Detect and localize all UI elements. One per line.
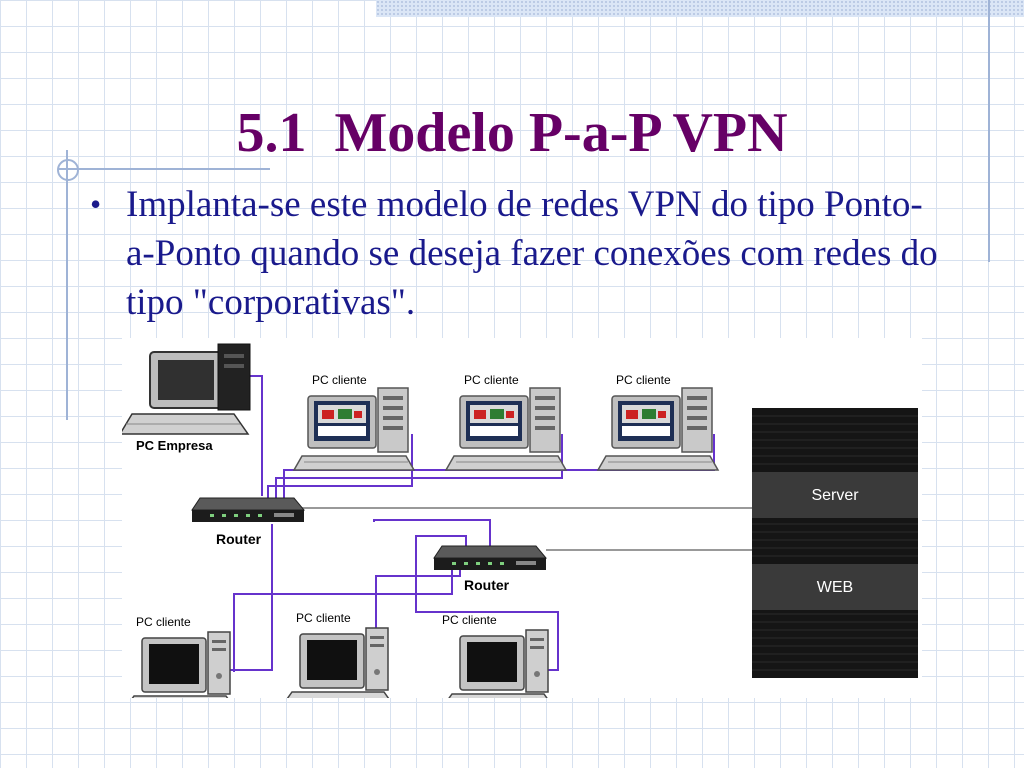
router-2-label: Router <box>464 577 510 593</box>
router-2-group: Router <box>433 545 547 593</box>
pc-bottom-2-group: PC cliente <box>281 611 395 707</box>
server-rack-icon <box>752 408 918 678</box>
pc-top-1-label: PC cliente <box>312 373 367 387</box>
desktop-computer-icon <box>445 387 567 471</box>
link-pc-bottom-2-router2 <box>375 570 461 668</box>
desktop-computer-icon <box>123 631 237 711</box>
pc-top-3-label: PC cliente <box>616 373 671 387</box>
router-1-group: Router <box>191 497 305 547</box>
top-decorative-band <box>376 0 1024 17</box>
router-icon <box>191 497 305 523</box>
link-pc-top-2-router <box>275 434 563 498</box>
decorative-vertical-line-left <box>66 150 68 420</box>
router-icon <box>433 545 547 571</box>
pc-bottom-2-label: PC cliente <box>296 611 351 625</box>
bullet-list: • Implanta-se este modelo de redes VPN d… <box>90 180 950 327</box>
desktop-computer-icon <box>118 343 251 435</box>
decorative-horizontal-line <box>58 168 270 170</box>
link-router-router <box>373 519 491 562</box>
pc-bottom-1-label: PC cliente <box>136 615 191 629</box>
pc-bottom-3-group: PC cliente <box>441 613 555 709</box>
web-label: WEB <box>817 579 853 596</box>
pc-empresa-label: PC Empresa <box>136 438 213 453</box>
bullet-item: Implanta-se este modelo de redes VPN do … <box>126 184 938 323</box>
decorative-vertical-line-right <box>988 0 990 262</box>
desktop-computer-icon <box>597 387 719 471</box>
pc-top-3-group: PC cliente <box>597 373 719 471</box>
link-pc-bottom-1-router2 <box>233 570 453 672</box>
server-label: Server <box>811 487 859 504</box>
link-router-pc-bottom-1 <box>230 524 273 671</box>
router-1-label: Router <box>216 531 262 547</box>
link-pc-bottom-3-router2 <box>415 535 559 671</box>
desktop-computer-icon <box>281 627 395 707</box>
pc-top-2-label: PC cliente <box>464 373 519 387</box>
server-rack-group: Server WEB <box>752 408 918 678</box>
network-diagram: PC Empresa PC cliente PC cliente PC clie… <box>118 338 922 711</box>
network-diagram-svg: PC Empresa PC cliente PC cliente PC clie… <box>118 343 918 711</box>
pc-bottom-3-label: PC cliente <box>442 613 497 627</box>
desktop-computer-icon <box>293 387 415 471</box>
bullet-marker: • <box>90 186 102 222</box>
desktop-computer-icon <box>441 629 555 709</box>
pc-top-2-group: PC cliente <box>445 373 567 471</box>
link-pc-empresa-router <box>250 375 263 496</box>
link-pc-top-1-router <box>267 434 413 498</box>
pc-top-1-group: PC cliente <box>293 373 415 471</box>
pc-bottom-1-group: PC cliente <box>123 615 237 711</box>
pc-empresa-group: PC Empresa <box>118 343 251 453</box>
slide-title: 5.1 Modelo P-a-P VPN <box>236 102 788 164</box>
decorative-circle <box>57 159 79 181</box>
server-links <box>300 507 754 551</box>
